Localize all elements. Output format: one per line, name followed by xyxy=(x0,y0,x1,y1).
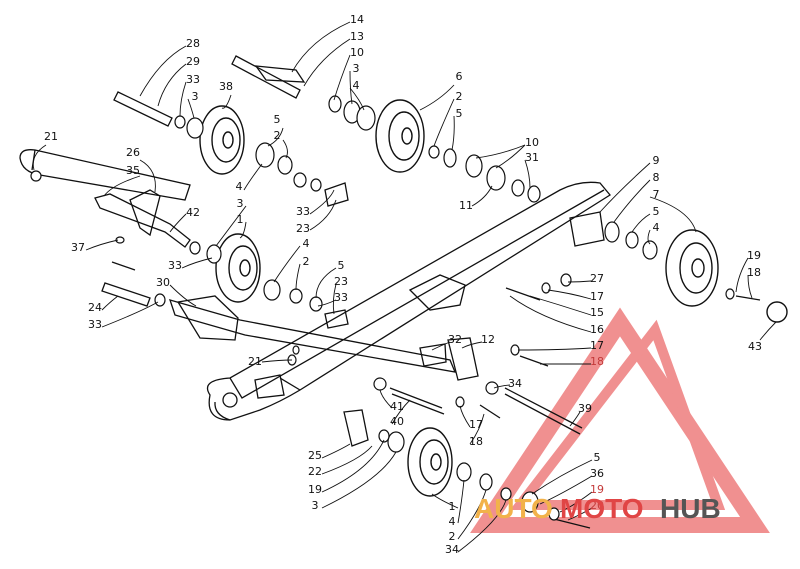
callout-l29: 29 xyxy=(186,55,200,68)
callout-l10b: 10 xyxy=(525,136,539,149)
callout-l16: 16 xyxy=(590,323,604,336)
callout-l23b: 23 xyxy=(334,275,348,288)
callout-r19: 19 xyxy=(590,483,604,496)
callout-l7: 7 xyxy=(653,188,660,201)
callout-l2b: 2 xyxy=(274,129,281,142)
callout-l15: 15 xyxy=(590,306,604,319)
callout-l17c: 17 xyxy=(469,418,483,431)
callout-l40: 40 xyxy=(390,415,404,428)
callout-l18c: 18 xyxy=(469,435,483,448)
callout-l34b: 34 xyxy=(445,543,459,556)
callout-l28: 28 xyxy=(186,37,200,50)
callout-l9: 9 xyxy=(653,154,660,167)
shafts xyxy=(94,55,761,529)
callout-l3c: 3 xyxy=(237,197,244,210)
callout-l3d: 3 xyxy=(312,499,319,512)
watermark-auto: AUTO xyxy=(474,493,553,524)
callout-l31: 31 xyxy=(525,151,539,164)
callout-l36: 36 xyxy=(590,467,604,480)
callout-l5d: 5 xyxy=(338,259,345,272)
callout-l33c: 33 xyxy=(334,291,348,304)
callout-l19b: 19 xyxy=(308,483,322,496)
callout-l21b: 21 xyxy=(248,355,262,368)
callout-l22: 22 xyxy=(308,465,322,478)
callout-l33d: 33 xyxy=(168,259,182,272)
callout-l4c: 4 xyxy=(236,180,243,193)
callout-l5c: 5 xyxy=(653,205,660,218)
watermark-text: AUTO MOTO HUB xyxy=(474,493,721,524)
callout-r20: 20 xyxy=(590,499,604,512)
callout-l8: 8 xyxy=(653,171,660,184)
callout-l1b: 1 xyxy=(449,500,456,513)
callout-l4e: 4 xyxy=(449,515,456,528)
callout-l14: 14 xyxy=(350,13,364,26)
callout-l23a: 23 xyxy=(296,222,310,235)
watermark-moto: MOTO xyxy=(560,493,643,524)
callout-l41: 41 xyxy=(390,400,404,413)
callout-l24: 24 xyxy=(88,301,102,314)
callout-l43: 43 xyxy=(748,340,762,353)
leader-lines xyxy=(32,21,777,553)
callout-l37: 37 xyxy=(71,241,85,254)
callout-l42: 42 xyxy=(186,206,200,219)
wheels xyxy=(199,99,788,497)
callout-l5b: 5 xyxy=(274,113,281,126)
callout-l4b: 4 xyxy=(653,221,660,234)
callout-l33e: 33 xyxy=(88,318,102,331)
callout-r18a: 18 xyxy=(590,355,604,368)
callout-l27: 27 xyxy=(590,272,604,285)
callout-labels-red: 18 19 20 xyxy=(590,355,604,512)
callout-l35: 35 xyxy=(126,164,140,177)
callout-l30: 30 xyxy=(156,276,170,289)
callout-l1a: 1 xyxy=(237,213,244,226)
callout-l32: 32 xyxy=(448,333,462,346)
callout-l6: 6 xyxy=(456,70,463,83)
callout-l13: 13 xyxy=(350,30,364,43)
callout-l5e: 5 xyxy=(594,451,601,464)
callout-l19a: 19 xyxy=(747,249,761,262)
callout-l26: 26 xyxy=(126,146,140,159)
callout-l18a: 18 xyxy=(747,266,761,279)
callout-l2c: 2 xyxy=(303,255,310,268)
callout-l4a: 4 xyxy=(353,79,360,92)
callout-l3a: 3 xyxy=(353,62,360,75)
callout-l25: 25 xyxy=(308,449,322,462)
callout-l38: 38 xyxy=(219,80,233,93)
callout-l5a: 5 xyxy=(456,107,463,120)
callout-l33a: 33 xyxy=(186,73,200,86)
callout-l4d: 4 xyxy=(303,237,310,250)
callout-l21a: 21 xyxy=(44,130,58,143)
callout-l39: 39 xyxy=(578,402,592,415)
callout-l2d: 2 xyxy=(449,530,456,543)
watermark-hub: HUB xyxy=(660,493,721,524)
frame-rail xyxy=(19,149,611,421)
watermark-logo xyxy=(470,307,770,533)
callout-l11: 11 xyxy=(459,199,473,212)
callout-l2a: 2 xyxy=(456,90,463,103)
callout-l12: 12 xyxy=(481,333,495,346)
callout-l3b: 3 xyxy=(192,90,199,103)
callout-l34a: 34 xyxy=(508,377,522,390)
callout-l33b: 33 xyxy=(296,205,310,218)
callout-l10a: 10 xyxy=(350,46,364,59)
callout-l17a: 17 xyxy=(590,290,604,303)
callout-l17b: 17 xyxy=(590,339,604,352)
